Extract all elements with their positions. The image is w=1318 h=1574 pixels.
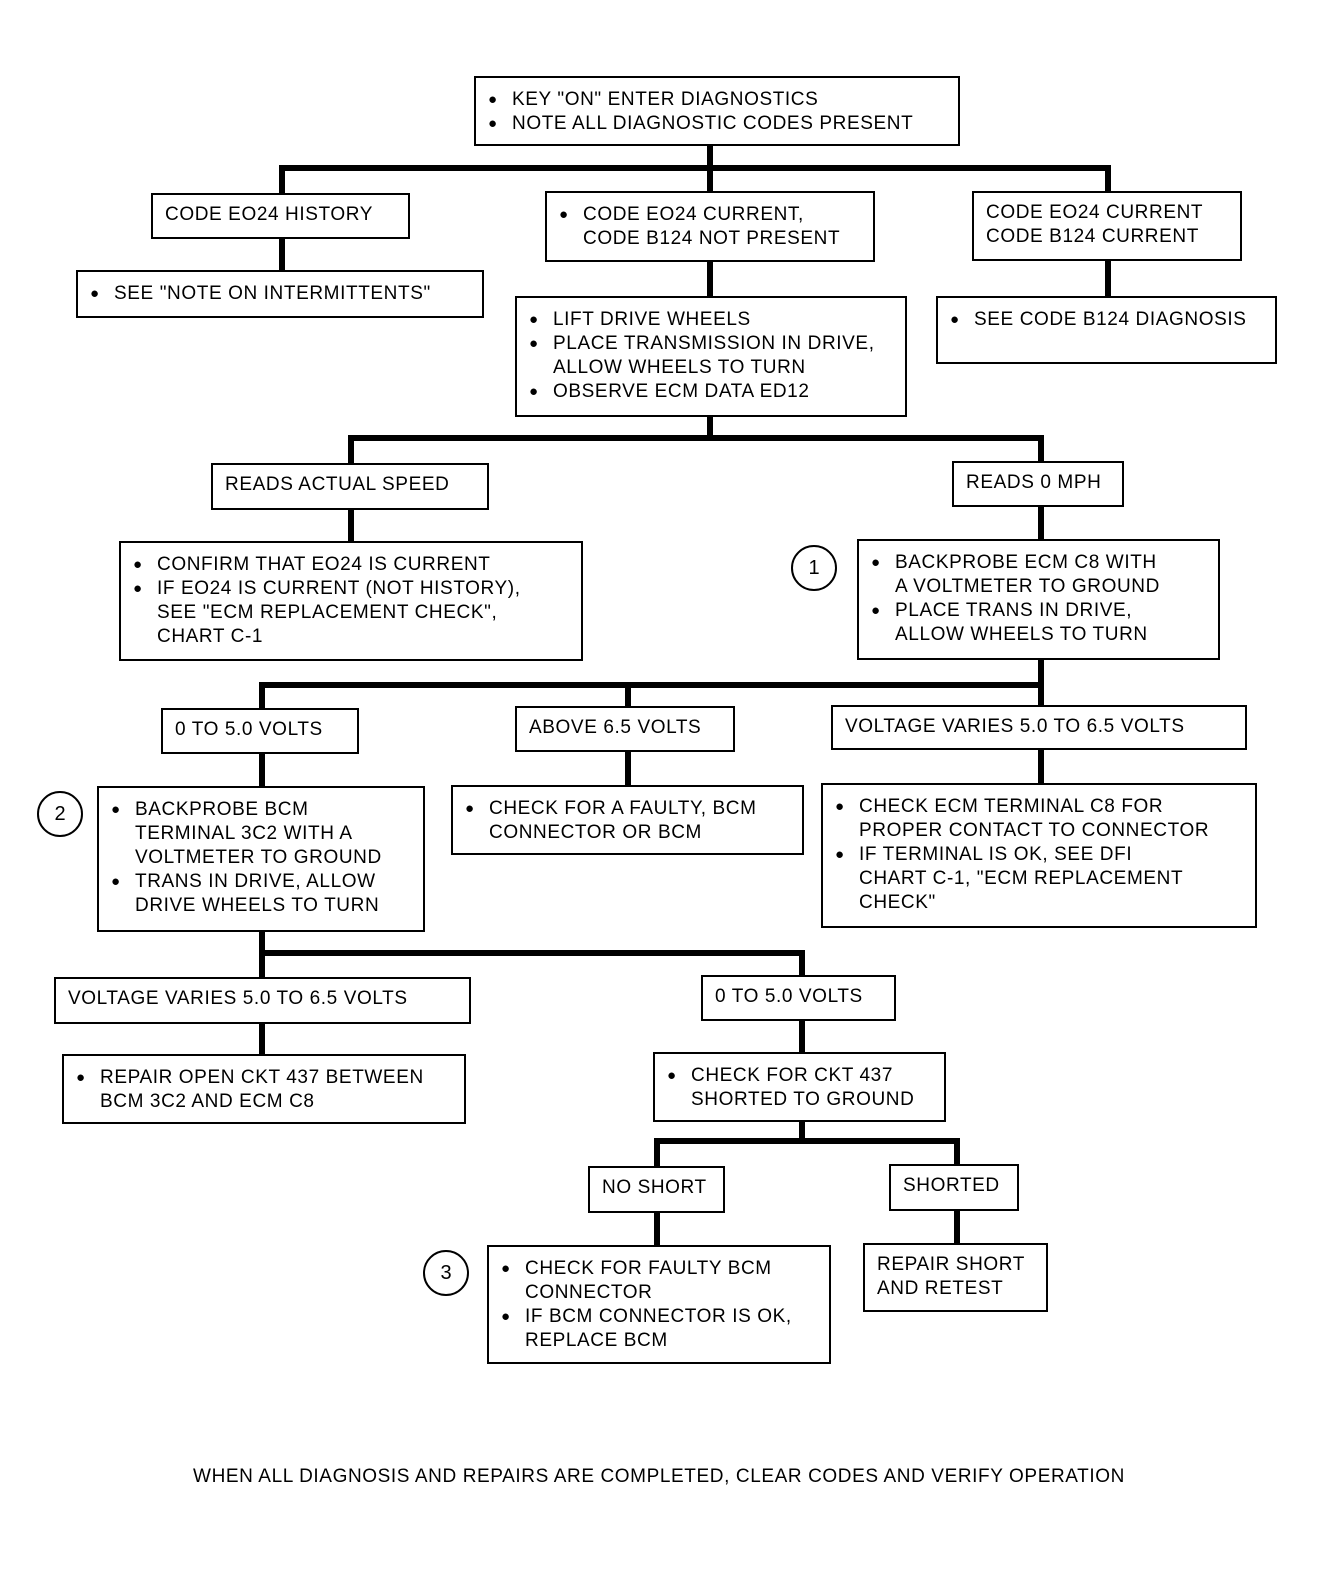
bullet-list: CONFIRM THAT EO24 IS CURRENTIF EO24 IS C… bbox=[133, 553, 571, 649]
bullet-item: KEY "ON" ENTER DIAGNOSTICS bbox=[488, 88, 948, 112]
step-1-marker: 1 bbox=[791, 545, 837, 591]
bullet-item: NOTE ALL DIAGNOSTIC CODES PRESENT bbox=[488, 112, 948, 136]
bullet-list: BACKPROBE BCM TERMINAL 3C2 WITH A VOLTME… bbox=[111, 798, 413, 918]
bullet-item: CHECK ECM TERMINAL C8 FOR PROPER CONTACT… bbox=[835, 795, 1245, 843]
backprobe-ecm-box: BACKPROBE ECM C8 WITH A VOLTMETER TO GRO… bbox=[857, 539, 1220, 660]
bullet-list: SEE CODE B124 DIAGNOSIS bbox=[950, 308, 1265, 332]
bullet-item: SEE "NOTE ON INTERMITTENTS" bbox=[90, 282, 472, 306]
bullet-list: CODE EO24 CURRENT, CODE B124 NOT PRESENT bbox=[559, 203, 863, 251]
bullet-item: BACKPROBE BCM TERMINAL 3C2 WITH A VOLTME… bbox=[111, 798, 413, 870]
above-6-5-volts-box: ABOVE 6.5 VOLTS bbox=[515, 706, 735, 752]
lift-drive-wheels-box: LIFT DRIVE WHEELSPLACE TRANSMISSION IN D… bbox=[515, 296, 907, 417]
reads-0-mph-box: READS 0 MPH bbox=[952, 461, 1124, 507]
footer-note: WHEN ALL DIAGNOSIS AND REPAIRS ARE COMPL… bbox=[193, 1466, 1125, 1487]
box-label: 0 TO 5.0 VOLTS bbox=[715, 986, 863, 1007]
bullet-item: CODE EO24 CURRENT, CODE B124 NOT PRESENT bbox=[559, 203, 863, 251]
step-3-marker: 3 bbox=[423, 1250, 469, 1296]
repair-short-box: REPAIR SHORT AND RETEST bbox=[863, 1243, 1048, 1312]
bullet-item: IF BCM CONNECTOR IS OK, REPLACE BCM bbox=[501, 1305, 819, 1353]
bullet-item: TRANS IN DRIVE, ALLOW DRIVE WHEELS TO TU… bbox=[111, 870, 413, 918]
bullet-item: LIFT DRIVE WHEELS bbox=[529, 308, 895, 332]
reads-actual-speed-box: READS ACTUAL SPEED bbox=[211, 463, 489, 510]
box-label: 0 TO 5.0 VOLTS bbox=[175, 719, 323, 740]
box-label: VOLTAGE VARIES 5.0 TO 6.5 VOLTS bbox=[845, 716, 1185, 737]
shorted-box: SHORTED bbox=[889, 1164, 1019, 1211]
step-2-marker: 2 bbox=[37, 791, 83, 837]
bullet-item: CHECK FOR CKT 437 SHORTED TO GROUND bbox=[667, 1064, 934, 1112]
bullet-list: BACKPROBE ECM C8 WITH A VOLTMETER TO GRO… bbox=[871, 551, 1208, 647]
box-label: READS 0 MPH bbox=[966, 472, 1102, 493]
start-box: KEY "ON" ENTER DIAGNOSTICSNOTE ALL DIAGN… bbox=[474, 76, 960, 146]
bullet-list: CHECK FOR A FAULTY, BCM CONNECTOR OR BCM bbox=[465, 797, 792, 845]
bullet-item: OBSERVE ECM DATA ED12 bbox=[529, 380, 895, 404]
code-b124-current-box: CODE EO24 CURRENT CODE B124 CURRENT bbox=[972, 191, 1242, 261]
box-label: VOLTAGE VARIES 5.0 TO 6.5 VOLTS bbox=[68, 988, 408, 1009]
bullet-item: CHECK FOR A FAULTY, BCM CONNECTOR OR BCM bbox=[465, 797, 792, 845]
check-faulty-bcm-box: CHECK FOR FAULTY BCM CONNECTORIF BCM CON… bbox=[487, 1245, 831, 1364]
see-intermittents-box: SEE "NOTE ON INTERMITTENTS" bbox=[76, 270, 484, 318]
bullet-item: REPAIR OPEN CKT 437 BETWEEN BCM 3C2 AND … bbox=[76, 1066, 454, 1114]
box-label: CODE EO24 CURRENT CODE B124 CURRENT bbox=[986, 202, 1204, 247]
bullet-list: LIFT DRIVE WHEELSPLACE TRANSMISSION IN D… bbox=[529, 308, 895, 404]
bullet-item: CHECK FOR FAULTY BCM CONNECTOR bbox=[501, 1257, 819, 1305]
confirm-eo24-box: CONFIRM THAT EO24 IS CURRENTIF EO24 IS C… bbox=[119, 541, 583, 661]
code-eo24-current-box: CODE EO24 CURRENT, CODE B124 NOT PRESENT bbox=[545, 191, 875, 262]
box-label: NO SHORT bbox=[602, 1177, 707, 1198]
bullet-item: BACKPROBE ECM C8 WITH A VOLTMETER TO GRO… bbox=[871, 551, 1208, 599]
check-faulty-bcm-connector-box: CHECK FOR A FAULTY, BCM CONNECTOR OR BCM bbox=[451, 785, 804, 855]
bullet-item: PLACE TRANS IN DRIVE, ALLOW WHEELS TO TU… bbox=[871, 599, 1208, 647]
voltage-varies-box: VOLTAGE VARIES 5.0 TO 6.5 VOLTS bbox=[831, 705, 1247, 750]
bullet-list: CHECK FOR FAULTY BCM CONNECTORIF BCM CON… bbox=[501, 1257, 819, 1353]
bullet-item: IF EO24 IS CURRENT (NOT HISTORY), SEE "E… bbox=[133, 577, 571, 649]
bullet-list: CHECK FOR CKT 437 SHORTED TO GROUND bbox=[667, 1064, 934, 1112]
box-label: ABOVE 6.5 VOLTS bbox=[529, 717, 702, 738]
no-short-box: NO SHORT bbox=[588, 1166, 725, 1213]
volts-0-5-box: 0 TO 5.0 VOLTS bbox=[161, 708, 359, 754]
box-label: READS ACTUAL SPEED bbox=[225, 474, 450, 495]
bullet-list: KEY "ON" ENTER DIAGNOSTICSNOTE ALL DIAGN… bbox=[488, 88, 948, 136]
bullet-list: CHECK ECM TERMINAL C8 FOR PROPER CONTACT… bbox=[835, 795, 1245, 915]
volts-0-5-2-box: 0 TO 5.0 VOLTS bbox=[701, 975, 896, 1021]
bullet-item: SEE CODE B124 DIAGNOSIS bbox=[950, 308, 1265, 332]
bullet-list: REPAIR OPEN CKT 437 BETWEEN BCM 3C2 AND … bbox=[76, 1066, 454, 1114]
bullet-item: PLACE TRANSMISSION IN DRIVE, ALLOW WHEEL… bbox=[529, 332, 895, 380]
bullet-item: IF TERMINAL IS OK, SEE DFI CHART C-1, "E… bbox=[835, 843, 1245, 915]
bullet-item: CONFIRM THAT EO24 IS CURRENT bbox=[133, 553, 571, 577]
box-label: SHORTED bbox=[903, 1175, 1000, 1196]
see-b124-diagnosis-box: SEE CODE B124 DIAGNOSIS bbox=[936, 296, 1277, 364]
box-label: REPAIR SHORT AND RETEST bbox=[877, 1254, 1025, 1299]
check-ckt-437-box: CHECK FOR CKT 437 SHORTED TO GROUND bbox=[653, 1052, 946, 1122]
box-label: CODE EO24 HISTORY bbox=[165, 204, 374, 225]
voltage-varies-2-box: VOLTAGE VARIES 5.0 TO 6.5 VOLTS bbox=[54, 977, 471, 1024]
bullet-list: SEE "NOTE ON INTERMITTENTS" bbox=[90, 282, 472, 306]
check-ecm-terminal-box: CHECK ECM TERMINAL C8 FOR PROPER CONTACT… bbox=[821, 783, 1257, 928]
backprobe-bcm-box: BACKPROBE BCM TERMINAL 3C2 WITH A VOLTME… bbox=[97, 786, 425, 932]
code-eo24-history-box: CODE EO24 HISTORY bbox=[151, 193, 410, 239]
repair-open-ckt-box: REPAIR OPEN CKT 437 BETWEEN BCM 3C2 AND … bbox=[62, 1054, 466, 1124]
